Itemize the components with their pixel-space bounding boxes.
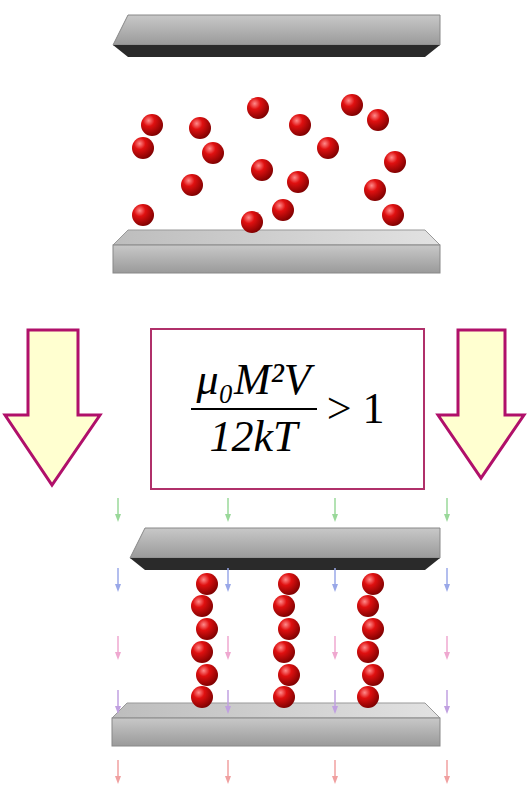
inequality: > 1 <box>327 384 385 435</box>
field-arrow <box>444 760 450 784</box>
plate <box>130 528 440 558</box>
particle <box>289 114 311 136</box>
field-arrow <box>115 498 121 522</box>
plate-underside <box>113 45 440 57</box>
field-arrow <box>332 636 338 660</box>
particle <box>191 641 213 663</box>
particle <box>132 204 154 226</box>
particle <box>273 641 295 663</box>
field-arrow <box>332 568 338 592</box>
particle <box>247 97 269 119</box>
particle <box>189 117 211 139</box>
plate <box>113 245 440 273</box>
numerator: μ₀M²V <box>191 355 317 410</box>
particle <box>196 664 218 686</box>
particle <box>273 686 295 708</box>
field-arrow <box>115 690 121 714</box>
particle <box>251 159 273 181</box>
plate-top <box>113 230 440 245</box>
field-arrow <box>225 690 231 714</box>
particle <box>278 618 300 640</box>
down-arrow <box>5 330 100 485</box>
field-arrow <box>332 498 338 522</box>
particle <box>384 151 406 173</box>
field-arrow <box>444 690 450 714</box>
field-arrow <box>444 636 450 660</box>
field-arrow <box>332 690 338 714</box>
particle <box>362 573 384 595</box>
particle <box>382 204 404 226</box>
field-arrow <box>225 498 231 522</box>
plate-underside <box>130 558 440 570</box>
particle <box>241 211 263 233</box>
particle <box>196 618 218 640</box>
particle <box>357 641 379 663</box>
particle <box>317 137 339 159</box>
field-arrow <box>444 568 450 592</box>
formula-box: μ₀M²V12kT> 1 <box>150 328 425 490</box>
particle <box>191 595 213 617</box>
plate <box>112 718 440 746</box>
particle <box>202 142 224 164</box>
particle <box>287 171 309 193</box>
field-arrow <box>225 636 231 660</box>
field-arrow <box>115 636 121 660</box>
particle <box>181 174 203 196</box>
field-arrow <box>332 760 338 784</box>
particle <box>132 137 154 159</box>
particle <box>362 618 384 640</box>
particle <box>364 179 386 201</box>
particle <box>278 573 300 595</box>
particle <box>362 664 384 686</box>
field-arrow <box>444 498 450 522</box>
particle <box>357 595 379 617</box>
plate-top <box>112 703 440 718</box>
field-arrow <box>115 760 121 784</box>
particle <box>278 664 300 686</box>
particle <box>341 94 363 116</box>
field-arrow <box>225 568 231 592</box>
particle <box>357 686 379 708</box>
particle <box>141 114 163 136</box>
particle <box>196 573 218 595</box>
field-arrow <box>225 760 231 784</box>
fraction: μ₀M²V12kT <box>191 355 317 462</box>
plate <box>113 15 440 45</box>
particle <box>272 199 294 221</box>
particle <box>273 595 295 617</box>
particle <box>191 686 213 708</box>
down-arrow <box>438 330 524 478</box>
field-arrow <box>115 568 121 592</box>
denominator: 12kT <box>204 410 304 463</box>
particle <box>367 109 389 131</box>
